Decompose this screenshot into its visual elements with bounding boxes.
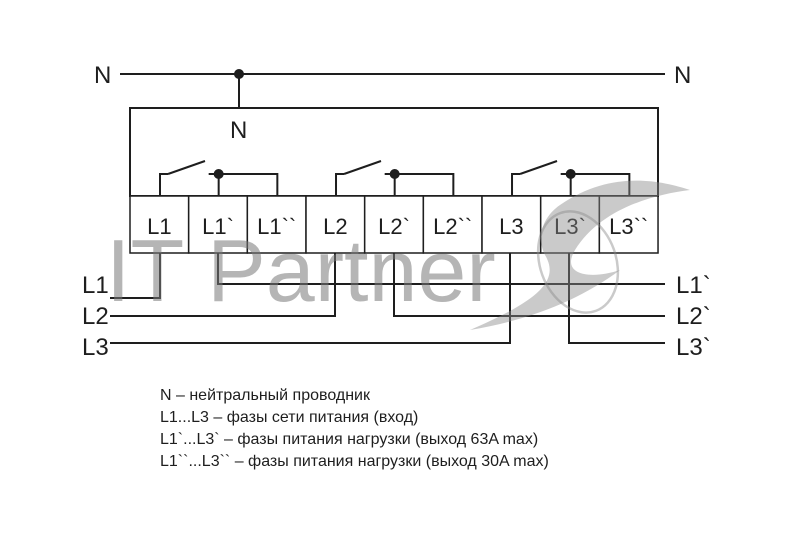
wire-L1-in (110, 253, 161, 299)
contact-lead (335, 173, 345, 196)
watermark-swoosh-icon (470, 180, 690, 330)
neutral-right-label: N (674, 62, 691, 89)
terminal-label: L2` (378, 214, 410, 239)
legend-item: L1`...L3` – фазы питания нагрузки (выход… (160, 431, 539, 448)
terminal-label: L1` (202, 214, 234, 239)
contact-lead (511, 173, 521, 196)
wire-L3-out (568, 253, 665, 344)
contact-switch (167, 160, 206, 175)
wire-L1-out (217, 253, 665, 285)
line-label-L2-in: L2 (82, 303, 109, 330)
contact-junction (389, 169, 400, 179)
contact-switch (343, 160, 382, 175)
wire-L2-out (393, 253, 665, 317)
terminal-label: L3 (499, 214, 523, 239)
relay-contacts (159, 160, 631, 196)
terminal-cell (539, 195, 601, 254)
watermark-ring (536, 210, 620, 314)
contact-common (208, 173, 279, 196)
contact-lead (159, 173, 168, 196)
legend-item: N – нейтральный проводник (160, 387, 370, 404)
external-wiring (110, 253, 665, 344)
terminal-label: L2`` (433, 214, 472, 239)
terminal-label: L2 (323, 214, 347, 239)
contact-junction (565, 169, 576, 179)
line-label-L1-out: L1` (676, 272, 711, 299)
neutral-left-label: N (94, 62, 111, 89)
terminal-label: L3` (554, 214, 586, 239)
terminal-label: L1`` (257, 214, 296, 239)
line-label-L3-in: L3 (82, 334, 109, 361)
line-label-L1-in: L1 (82, 272, 109, 299)
legend-item: L1...L3 – фазы сети питания (вход) (160, 409, 419, 426)
legend: N – нейтральный проводник L1...L3 – фазы… (160, 385, 549, 473)
line-label-L2-out: L2` (676, 303, 711, 330)
contact-common (560, 173, 631, 196)
contact-junction (213, 169, 224, 179)
contact-switch (519, 160, 558, 175)
terminal-cell (363, 195, 425, 254)
wire-L2-in (110, 253, 336, 317)
terminal-label: L1 (147, 214, 171, 239)
terminal-cell (598, 195, 659, 254)
watermark: IT Partner (106, 180, 690, 330)
terminal-cell (305, 195, 366, 254)
terminal-cell (246, 195, 307, 254)
line-label-L3-out: L3` (676, 334, 711, 361)
terminal-label: L3`` (609, 214, 648, 239)
legend-item: L1``...L3`` – фазы питания нагрузки (вых… (160, 453, 549, 470)
watermark-text: IT Partner (106, 221, 496, 320)
neutral-tap-label: N (230, 117, 247, 144)
terminal-block: L1 L1` L1`` L2 L2` L2`` L3 L3` L3`` (129, 195, 659, 254)
contact-common (384, 173, 455, 196)
terminal-cell (422, 195, 483, 254)
